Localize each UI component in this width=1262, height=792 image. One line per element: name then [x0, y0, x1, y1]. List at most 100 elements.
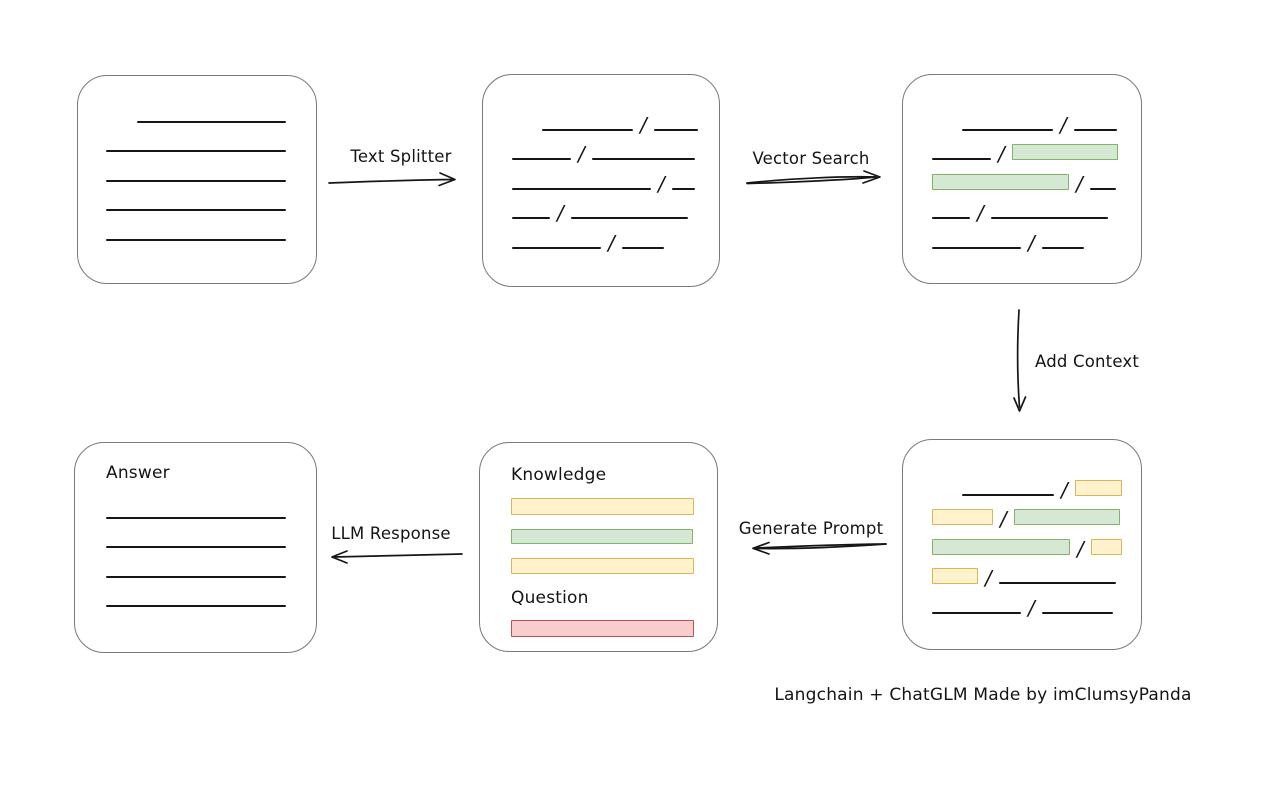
- vector-matched-lines: / / / / /: [903, 75, 1141, 253]
- chunk-row: /: [932, 525, 1141, 559]
- text-line: [932, 611, 1021, 614]
- yellow-chunk: [932, 568, 978, 584]
- slash-separator: /: [1060, 112, 1067, 137]
- vector-matched-node: / / / / /: [902, 74, 1142, 284]
- chunk-row: [106, 182, 316, 211]
- credit-text: Langchain + ChatGLM Made by imClumsyPand…: [774, 685, 1192, 705]
- chunk-row: [106, 123, 316, 152]
- chunk-row: [106, 519, 316, 548]
- text-splitter-label: Text Splitter: [350, 147, 452, 166]
- chunk-row: [106, 211, 316, 241]
- text-line: [932, 158, 991, 160]
- slash-separator: /: [658, 171, 665, 196]
- text-line: [512, 158, 571, 160]
- green-bar: [511, 529, 693, 544]
- slash-separator: /: [1000, 507, 1007, 531]
- yellow-bar: [511, 558, 694, 574]
- vector-search-arrow: [746, 170, 881, 185]
- document-node: [77, 75, 317, 284]
- llm-response-label: LLM Response: [331, 524, 451, 543]
- chunk-row: [106, 578, 316, 607]
- slash-separator: /: [977, 201, 984, 225]
- chunk-row: [106, 152, 316, 182]
- chunk-row: [106, 548, 316, 578]
- split-chunks-node: /////: [482, 74, 720, 287]
- question-heading: Question: [511, 588, 589, 608]
- chunk-row: /: [962, 466, 1141, 500]
- slash-separator: /: [640, 112, 647, 137]
- context-lines: / / / / /: [903, 440, 1141, 618]
- knowledge-heading: Knowledge: [511, 465, 607, 485]
- text-line: [1041, 611, 1113, 614]
- answer-node: Answer: [74, 442, 317, 653]
- answer-lines: [106, 489, 316, 607]
- chunk-row: /: [512, 190, 719, 225]
- text-line: [106, 209, 286, 211]
- text-line: [932, 246, 1021, 249]
- context-node: / / / / /: [902, 439, 1142, 650]
- text-line: [1089, 187, 1116, 190]
- generate-prompt-arrow: [752, 541, 887, 555]
- yellow-chunk: [932, 509, 993, 525]
- slash-separator: /: [985, 566, 992, 590]
- chunk-row: /: [932, 190, 1141, 225]
- slash-separator: /: [1076, 171, 1083, 196]
- green-chunk: [932, 538, 1070, 555]
- add-context-arrow: [1013, 309, 1027, 412]
- answer-heading: Answer: [106, 463, 170, 483]
- yellow-chunk: [1090, 538, 1122, 555]
- chunk-row: /: [512, 219, 719, 253]
- llm-response-arrow: [331, 550, 463, 564]
- split-chunk-lines: /////: [483, 75, 719, 253]
- chunk-row: /: [932, 160, 1141, 194]
- slash-separator: /: [1028, 230, 1035, 255]
- text-line: [106, 516, 286, 519]
- generate-prompt-label: Generate Prompt: [738, 519, 884, 538]
- text-line: [998, 582, 1116, 584]
- vector-search-label: Vector Search: [752, 149, 870, 168]
- slash-separator: /: [998, 142, 1005, 166]
- text-line: [542, 128, 633, 131]
- text-splitter-arrow: [328, 172, 456, 187]
- text-line: [106, 605, 286, 607]
- answer-content: Answer: [75, 443, 316, 607]
- text-line: [106, 238, 286, 241]
- slash-separator: /: [557, 201, 564, 225]
- yellow-chunk: [1074, 479, 1122, 496]
- chunk-row: /: [932, 496, 1141, 531]
- yellow-bar: [511, 498, 694, 515]
- text-line: [653, 128, 698, 131]
- text-line: [512, 246, 601, 249]
- text-line: [106, 150, 286, 152]
- slash-separator: /: [578, 142, 585, 166]
- text-line: [932, 217, 970, 219]
- chunk-row: /: [932, 584, 1141, 618]
- chunk-row: /: [932, 219, 1141, 253]
- text-line: [1041, 246, 1084, 249]
- text-line: [1073, 128, 1117, 131]
- text-line: [106, 179, 286, 182]
- text-line: [512, 187, 651, 190]
- text-line: [512, 217, 550, 219]
- chunk-row: /: [962, 101, 1141, 135]
- text-line: [962, 493, 1054, 496]
- text-line: [570, 217, 688, 219]
- chunk-row: /: [932, 131, 1141, 166]
- green-chunk: [932, 173, 1069, 190]
- text-line: [106, 575, 286, 578]
- text-line: [106, 546, 286, 548]
- green-chunk: [1013, 509, 1120, 525]
- add-context-label: Add Context: [1035, 352, 1140, 371]
- red-bar: [511, 620, 694, 637]
- text-line: [621, 246, 664, 249]
- slash-separator: /: [1028, 595, 1035, 620]
- text-line: [962, 128, 1053, 131]
- chunk-row: /: [512, 160, 719, 194]
- text-line: [990, 217, 1108, 219]
- slash-separator: /: [1077, 536, 1084, 561]
- chunk-row: /: [542, 101, 719, 135]
- text-line: [137, 120, 286, 123]
